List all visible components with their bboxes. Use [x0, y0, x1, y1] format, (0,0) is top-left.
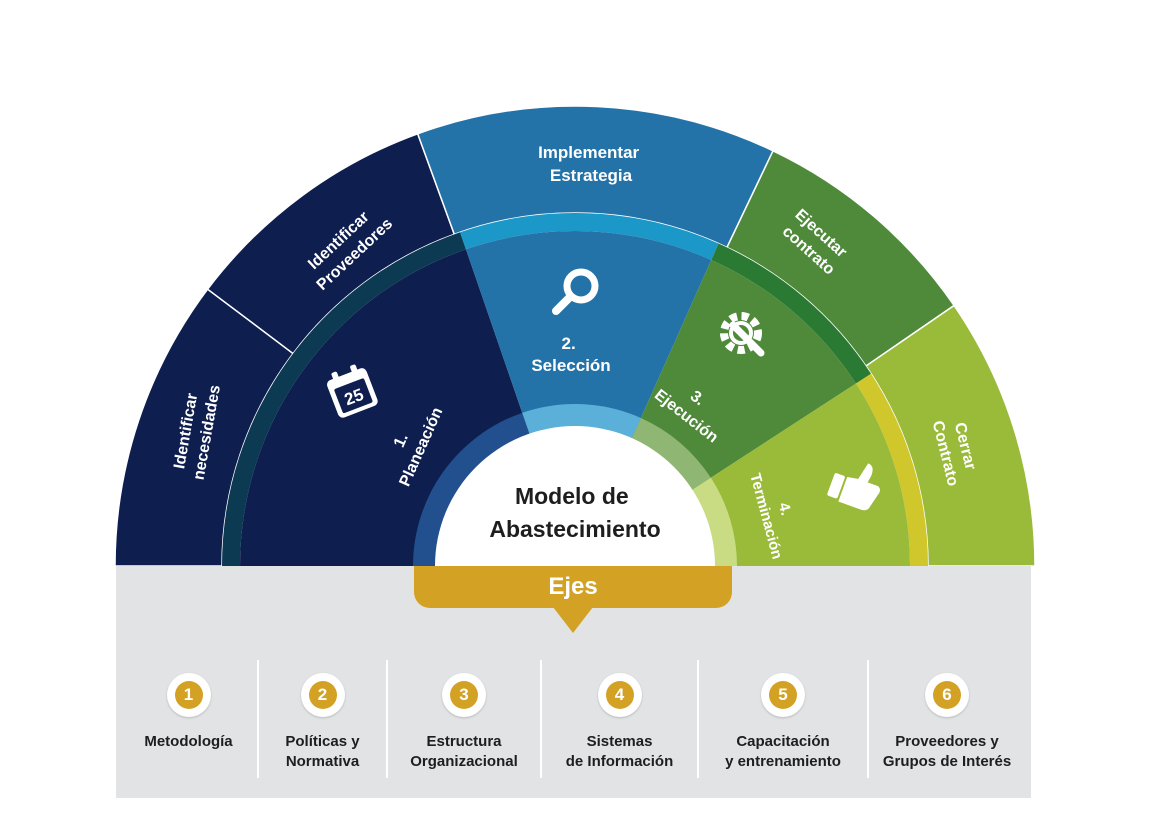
- axis-number-badge: 1: [166, 673, 211, 717]
- axis-number-badge: 3: [442, 673, 486, 717]
- axis-label: Políticas y Normativa: [285, 733, 360, 770]
- ejes-pointer: [553, 607, 593, 633]
- gear-wrench-icon: [720, 312, 765, 357]
- axis-item-3: 3 Estructura Organizacional: [388, 660, 540, 790]
- axis-item-4: 4 Sistemas de Información: [542, 660, 697, 790]
- axis-number-badge: 5: [761, 673, 805, 717]
- hub-ring-ejecucion: [624, 418, 711, 500]
- axis-item-6: 6 Proveedores y Grupos de Interés: [869, 660, 1025, 790]
- ring-bands: [222, 212, 928, 567]
- axis-divider: [386, 660, 388, 778]
- phase-sector-ejecucion: [631, 259, 856, 490]
- axis-label: Estructura Organizacional: [410, 733, 518, 770]
- calendar-icon: 25: [327, 364, 378, 418]
- phase-sector-terminacion: [692, 383, 910, 566]
- axis-label: Metodología: [144, 733, 233, 750]
- axis-label: Proveedores y Grupos de Interés: [882, 733, 1012, 770]
- center-hub: [413, 404, 737, 566]
- center-title: Modelo de Abastecimiento: [489, 483, 660, 542]
- axis-number-badge: 2: [300, 673, 345, 717]
- phase-sector-seleccion: [465, 231, 712, 439]
- band-ejecucion: [711, 243, 872, 384]
- axis-label: Capacitación y entrenamiento: [725, 733, 841, 770]
- outer-step-ring: [114, 105, 1036, 567]
- axis-item-2: 2 Políticas y Normativa: [259, 660, 386, 790]
- band-planeacion: [222, 232, 466, 567]
- axis-divider: [257, 660, 259, 778]
- axis-divider: [540, 660, 542, 778]
- hub-disc: [435, 426, 715, 566]
- ejes-header: Ejes: [414, 566, 732, 608]
- thumbs-up-icon: [827, 463, 881, 511]
- step-label-implementar-estrategia: Implementar Estrategia: [538, 143, 644, 185]
- phase-label-seleccion: 2. Selección: [531, 334, 610, 375]
- axis-divider: [697, 660, 699, 778]
- axis-label: Sistemas de Información: [565, 733, 674, 770]
- magnifier-icon: [552, 268, 599, 315]
- axis-item-1: 1 Metodología: [122, 660, 255, 790]
- band-terminacion: [855, 373, 928, 566]
- axis-number-badge: 6: [925, 673, 969, 717]
- axis-item-5: 5 Capacitación y entrenamiento: [699, 660, 867, 790]
- axis-divider: [867, 660, 869, 778]
- axis-number-badge: 4: [597, 673, 642, 717]
- band-seleccion: [460, 212, 719, 260]
